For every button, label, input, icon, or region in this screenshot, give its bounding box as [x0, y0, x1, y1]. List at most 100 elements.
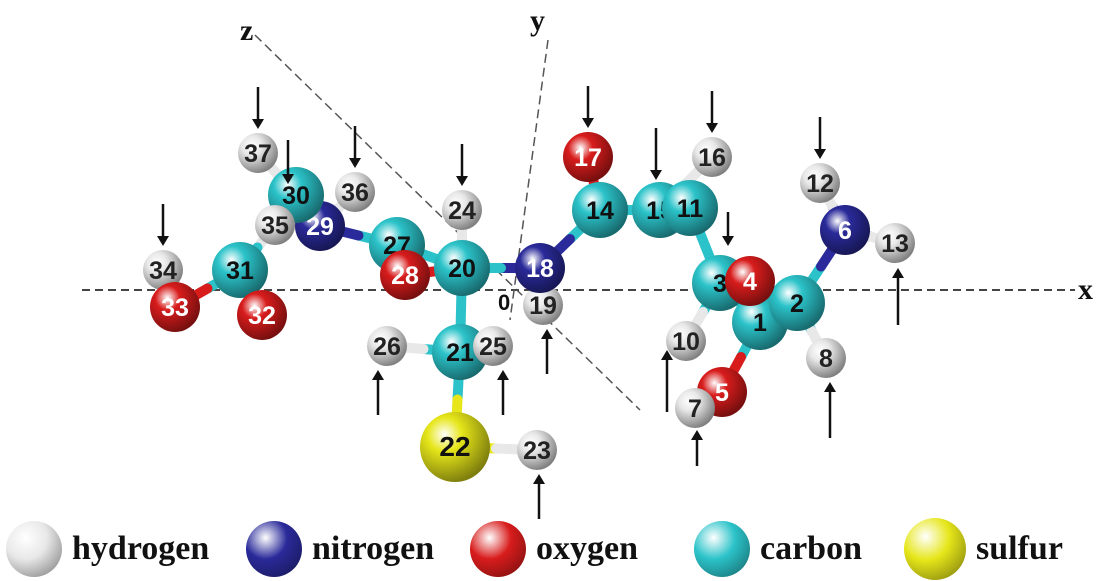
legend: hydrogen nitrogen oxygen carbon sulfur [0, 516, 1099, 581]
atom-label: 33 [161, 294, 189, 322]
atom-label: 8 [819, 345, 833, 373]
arrow-head-icon [497, 370, 509, 380]
atom-sphere [212, 242, 268, 298]
atom-label: 34 [149, 257, 177, 285]
arrow-24 [456, 144, 468, 186]
arrows [157, 86, 904, 519]
atom-sphere [380, 250, 430, 300]
atom-sphere [875, 223, 915, 263]
atom-sphere [517, 430, 557, 470]
legend-label-carbon: carbon [760, 529, 862, 567]
atom-sphere [434, 240, 490, 296]
atom-label: 37 [244, 140, 272, 168]
atom-label: 11 [677, 195, 704, 223]
atom-label: 24 [448, 197, 476, 225]
x-axis-label: x [1078, 273, 1093, 306]
hydrogen-ball-icon [6, 520, 62, 577]
atom-18-nitrogen: 18 [515, 243, 565, 293]
atom-label: 19 [529, 292, 557, 320]
arrow-16 [706, 91, 718, 133]
atom-label: 1 [753, 309, 767, 337]
atom-sphere [367, 326, 407, 366]
atom-label: 7 [688, 395, 702, 423]
atom-22-sulfur: 22 [420, 412, 490, 482]
atom-label: 6 [838, 217, 852, 245]
legend-label-nitrogen: nitrogen [312, 529, 435, 567]
legend-item-oxygen: oxygen [470, 516, 638, 581]
atom-label: 23 [523, 437, 551, 465]
arrow-15 [650, 128, 662, 180]
atom-label: 31 [226, 257, 254, 285]
atom-sphere [523, 285, 563, 325]
atom-13-hydrogen: 13 [875, 223, 915, 263]
atom-sphere [420, 412, 490, 482]
arrow-head-icon [691, 430, 703, 440]
atom-sphere [442, 190, 482, 230]
arrow-head-icon [650, 170, 662, 180]
atom-19-hydrogen: 19 [523, 285, 563, 325]
atom-12-hydrogen: 12 [800, 163, 840, 203]
legend-label-hydrogen: hydrogen [72, 529, 210, 567]
atom-sphere [515, 243, 565, 293]
arrow-8 [824, 382, 836, 438]
atom-sphere [255, 205, 295, 245]
legend-item-carbon: carbon [694, 516, 862, 581]
atom-32-oxygen: 32 [237, 290, 287, 340]
atom-2-carbon: 2 [769, 275, 825, 331]
arrow-head-icon [722, 236, 734, 246]
atom-sphere [237, 290, 287, 340]
z-axis-label: z [240, 14, 253, 47]
atom-sphere [666, 321, 706, 361]
atom-sphere [563, 132, 613, 182]
atom-sphere [769, 275, 825, 331]
atom-21-carbon: 21 [432, 324, 488, 380]
atom-label: 2 [790, 290, 804, 318]
atom-label: 25 [479, 333, 507, 361]
atom-10-hydrogen: 10 [666, 321, 706, 361]
atom-sphere [572, 182, 628, 238]
arrow-head-icon [582, 118, 594, 128]
arrow-head-icon [892, 268, 904, 278]
legend-item-hydrogen: hydrogen [6, 516, 209, 581]
atom-23-hydrogen: 23 [517, 430, 557, 470]
arrow-head-icon [661, 350, 673, 360]
arrow-4 [722, 212, 734, 246]
atom-11-carbon: 11 [662, 180, 718, 236]
arrow-12 [814, 117, 826, 159]
arrow-head-icon [157, 236, 169, 246]
arrow-36 [349, 126, 361, 168]
atom-25-hydrogen: 25 [473, 326, 513, 366]
atom-label: 32 [248, 302, 276, 330]
atom-sphere [692, 137, 732, 177]
atom-label: 30 [282, 182, 310, 210]
legend-label-oxygen: oxygen [536, 529, 638, 567]
arrow-19 [541, 329, 553, 374]
atom-28-oxygen: 28 [380, 250, 430, 300]
arrow-37 [252, 87, 264, 129]
arrow-head-icon [541, 329, 553, 339]
atom-sphere [800, 163, 840, 203]
atom-label: 36 [341, 179, 369, 207]
atom-17-oxygen: 17 [563, 132, 613, 182]
nitrogen-ball-icon [246, 520, 302, 577]
atom-label: 10 [672, 328, 700, 356]
arrow-head-icon [349, 158, 361, 168]
arrow-head-icon [814, 149, 826, 159]
atom-31-carbon: 31 [212, 242, 268, 298]
atom-label: 28 [391, 262, 419, 290]
atom-label: 22 [439, 431, 470, 462]
carbon-ball-icon [694, 520, 750, 577]
arrow-23 [533, 474, 545, 519]
atom-label: 16 [698, 144, 726, 172]
y-axis-line [509, 39, 549, 321]
atom-37-hydrogen: 37 [238, 133, 278, 173]
atom-label: 4 [743, 268, 757, 296]
atom-8-hydrogen: 8 [806, 338, 846, 378]
sulfur-ball-icon [904, 517, 966, 580]
atom-sphere [432, 324, 488, 380]
atom-label: 14 [586, 197, 614, 225]
legend-item-nitrogen: nitrogen [246, 516, 434, 581]
atom-label: 17 [574, 144, 602, 172]
